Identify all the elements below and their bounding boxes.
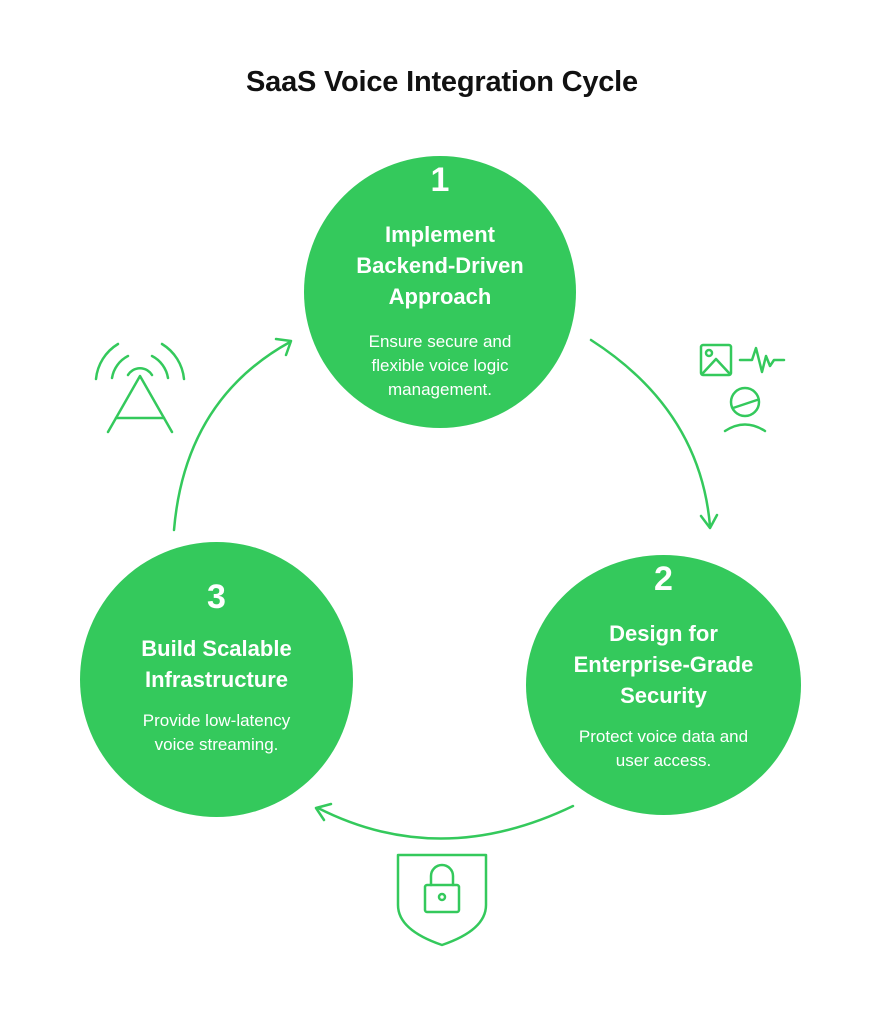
step-2-description: Protect voice data and user access. xyxy=(578,727,749,770)
arrow-step1-to-step2 xyxy=(589,338,719,530)
step-1-number: 1 xyxy=(430,161,450,199)
step-1-description: Ensure secure and flexible voice logic m… xyxy=(368,332,512,399)
step-3-circle: 3 Build Scalable Infrastructure Provide … xyxy=(80,542,353,817)
step-2-circle: 2 Design for Enterprise-Grade Security P… xyxy=(526,555,801,815)
step-1-circle: 1 Implement Backend-Driven Approach Ensu… xyxy=(304,156,576,428)
step-3-number: 3 xyxy=(207,578,226,616)
step-2-number: 2 xyxy=(654,560,673,598)
step-1-title: Implement Backend-Driven Approach xyxy=(356,222,524,309)
step-2-title: Design for Enterprise-Grade Security xyxy=(573,621,754,708)
shield-lock-icon xyxy=(396,853,488,947)
step-3-description: Provide low-latency voice streaming. xyxy=(142,711,291,754)
step-3-title: Build Scalable Infrastructure xyxy=(141,636,292,692)
arrow-step2-to-step3 xyxy=(314,802,575,840)
diagram-title: SaaS Voice Integration Cycle xyxy=(246,66,638,98)
broadcast-antenna-icon xyxy=(94,342,186,434)
arrow-step3-to-step1 xyxy=(172,337,293,532)
media-user-icon xyxy=(699,343,786,433)
